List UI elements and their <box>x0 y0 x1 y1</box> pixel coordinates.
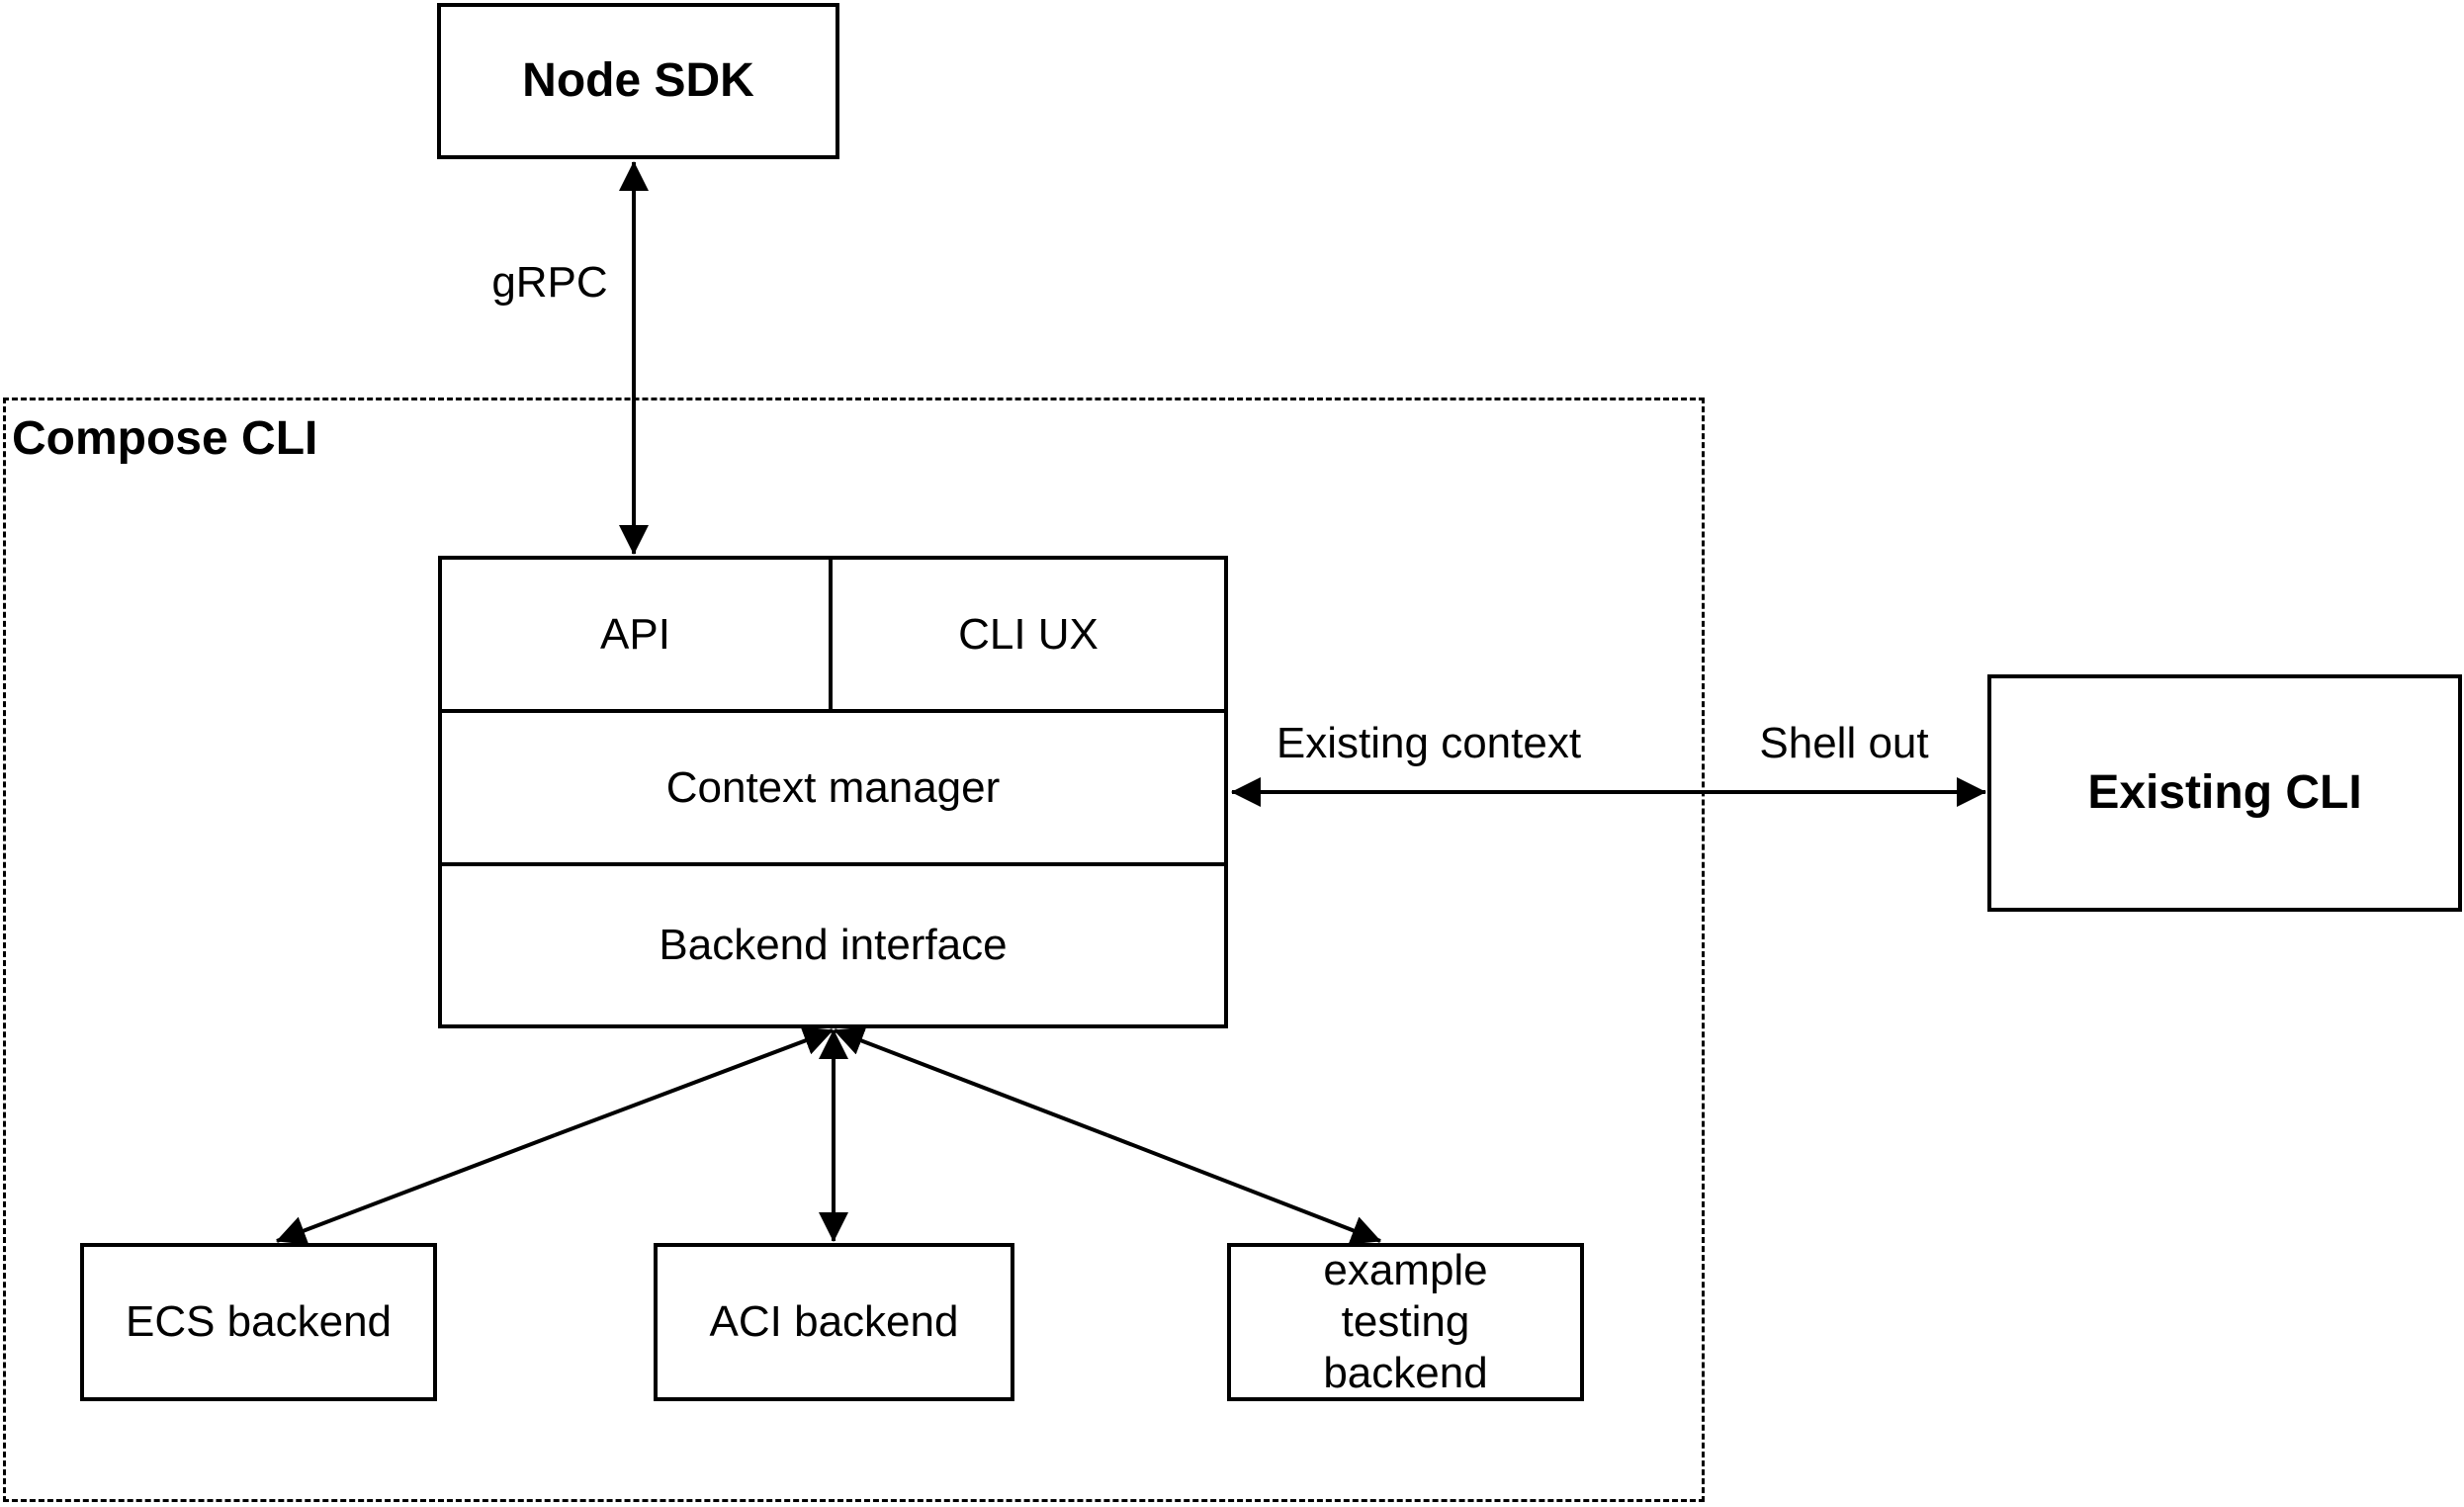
ecs-backend-box: ECS backend <box>80 1243 437 1401</box>
api-box: API <box>442 560 833 709</box>
example-backend-arrow <box>834 1026 1381 1245</box>
api-cliux-row: API CLI UX <box>442 560 1224 713</box>
backend-interface-box: Backend interface <box>442 866 1224 1024</box>
existing-context-edge-label: Existing context <box>1276 719 1582 767</box>
compose-cli-container-label: Compose CLI <box>12 412 318 465</box>
existing-cli-box: Existing CLI <box>1987 674 2462 912</box>
backend-interface-label: Backend interface <box>659 921 1008 969</box>
context-manager-box: Context manager <box>442 713 1224 866</box>
node-sdk-label: Node SDK <box>522 53 754 107</box>
compose-cli-container <box>3 398 1705 1502</box>
example-testing-backend-label: example testing backend <box>1323 1246 1488 1397</box>
shell-out-edge-label: Shell out <box>1759 719 1929 767</box>
existing-cli-label: Existing CLI <box>2087 765 2362 819</box>
ecs-backend-arrow <box>276 1026 834 1245</box>
example-testing-backend-box: example testing backend <box>1227 1243 1584 1401</box>
aci-backend-box: ACI backend <box>654 1243 1014 1401</box>
cli-ux-box: CLI UX <box>833 560 1224 709</box>
grpc-edge-label: gRPC <box>491 258 608 307</box>
ecs-backend-label: ECS backend <box>125 1297 393 1347</box>
compose-cli-core-box: API CLI UX Context manager Backend inter… <box>438 556 1228 1028</box>
node-sdk-box: Node SDK <box>437 3 839 159</box>
cli-ux-label: CLI UX <box>958 609 1099 659</box>
api-label: API <box>600 609 670 659</box>
aci-backend-label: ACI backend <box>709 1297 959 1347</box>
context-manager-label: Context manager <box>665 762 1001 812</box>
